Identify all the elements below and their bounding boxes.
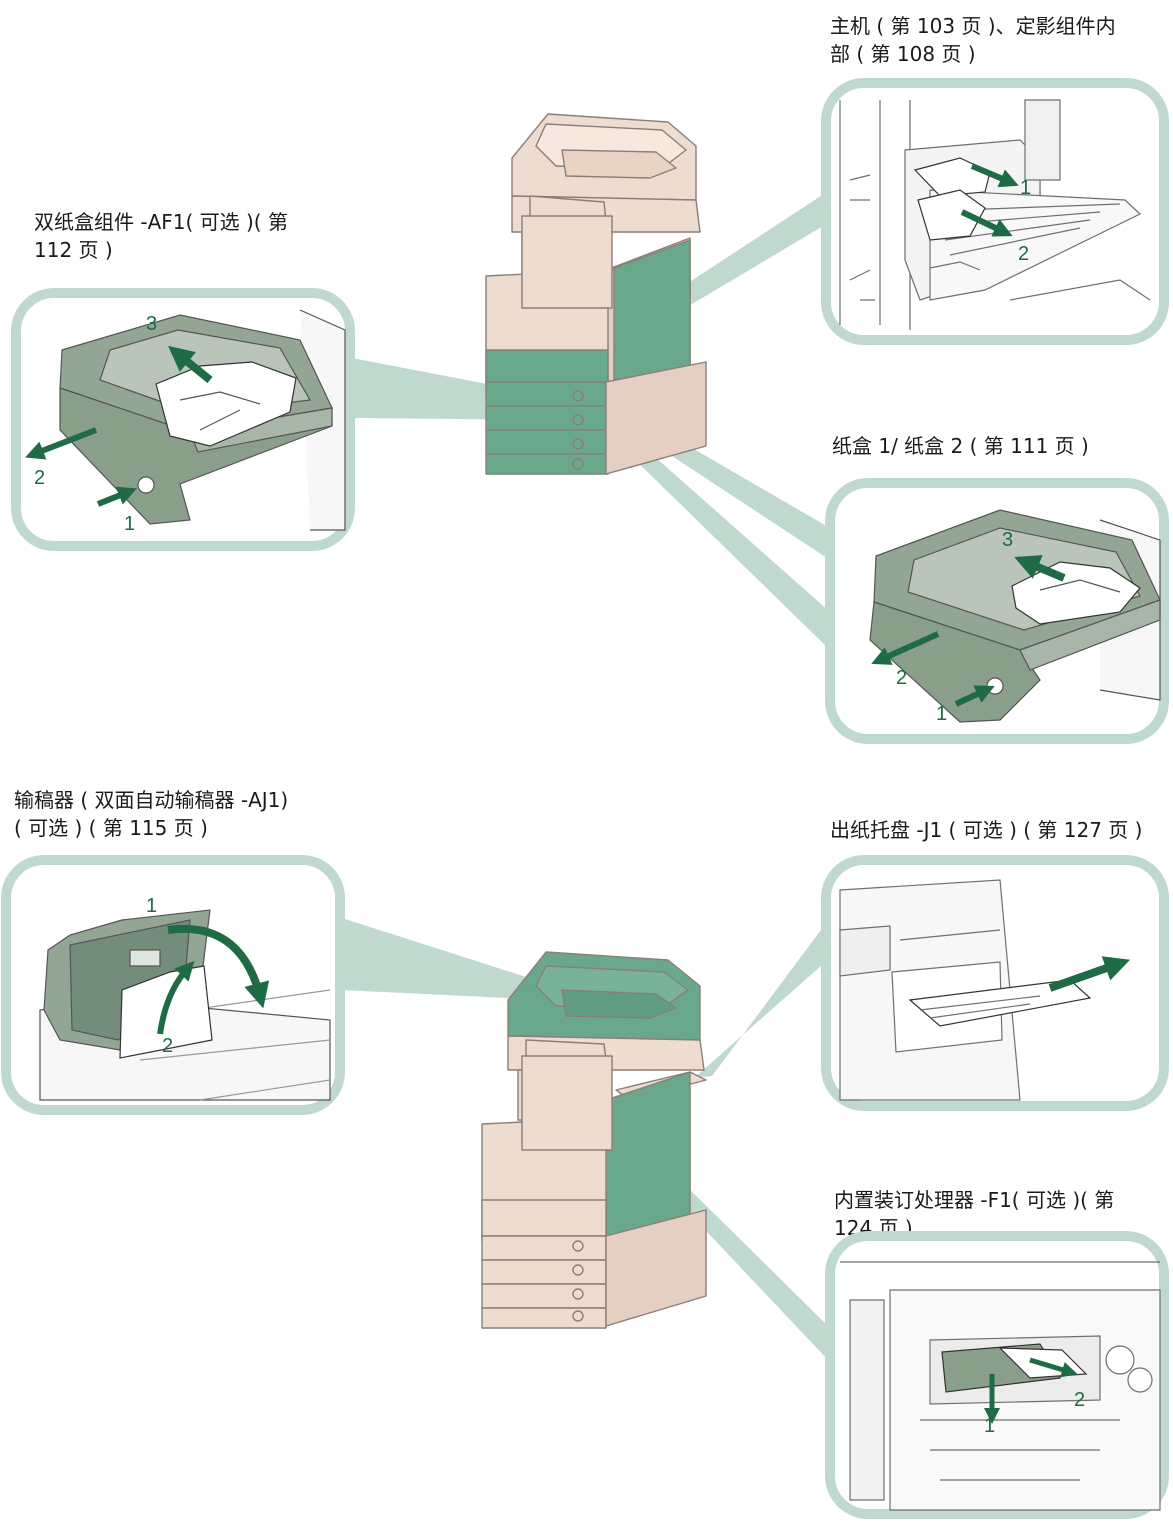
caption-main-unit: 主机 ( 第 103 页 )、定影组件内 部 ( 第 108 页 ) [830, 12, 1116, 68]
cassette-af1-step-3: 3 [146, 313, 157, 335]
main-unit-step-1: 1 [1020, 177, 1031, 199]
connector-output-tray [694, 918, 830, 1078]
feeder-step-1: 1 [146, 895, 157, 917]
drawers-step-3: 3 [1002, 529, 1013, 551]
feeder-arrows [157, 924, 270, 1035]
finisher-step-2: 2 [1074, 1389, 1085, 1411]
caption-main-unit-line2: 部 ( 第 108 页 ) [830, 42, 976, 66]
finisher-step-1: 1 [984, 1415, 995, 1437]
feeder-step-2: 2 [162, 1035, 173, 1057]
caption-cassette-af1-line2: 112 页 ) [34, 238, 113, 262]
caption-drawers-line1: 纸盒 1/ 纸盒 2 ( 第 111 页 ) [832, 434, 1089, 458]
copier-top [485, 113, 707, 475]
inset-drawers [869, 509, 1161, 723]
cassette-af1-step-2: 2 [34, 467, 45, 489]
caption-output-tray-line1: 出纸托盘 -J1 ( 可选 ) ( 第 127 页 ) [830, 818, 1143, 842]
connector-drawer-lower [586, 410, 830, 650]
inset-feeder [39, 909, 331, 1101]
drawers-step-2: 2 [896, 667, 907, 689]
drawers-step-1: 1 [936, 703, 947, 725]
caption-output-tray: 出纸托盘 -J1 ( 可选 ) ( 第 127 页 ) [830, 816, 1142, 844]
copier-bottom [481, 951, 707, 1329]
output-tray-arrows [1048, 956, 1131, 992]
caption-feeder: 输稿器 ( 双面自动输稿器 -AJ1) ( 可选 ) ( 第 115 页 ) [14, 786, 288, 842]
connector-main-unit [662, 190, 830, 310]
connector-feeder [342, 918, 548, 1000]
main-unit-step-2: 2 [1018, 243, 1029, 265]
cassette-af1-step-1: 1 [124, 513, 135, 535]
caption-finisher-line1: 内置装订处理器 -F1( 可选 )( 第 [834, 1188, 1115, 1212]
cassette-af1-arrows [25, 345, 213, 507]
finisher-arrows [983, 1357, 1078, 1425]
caption-feeder-line2: ( 可选 ) ( 第 115 页 ) [14, 816, 208, 840]
inset-output-tray [839, 879, 1092, 1101]
main-unit-arrows [960, 163, 1019, 237]
inset-finisher [840, 1261, 1161, 1511]
caption-drawers: 纸盒 1/ 纸盒 2 ( 第 111 页 ) [832, 432, 1089, 460]
caption-cassette-af1: 双纸盒组件 -AF1( 可选 )( 第 112 页 ) [34, 208, 288, 264]
caption-cassette-af1-line1: 双纸盒组件 -AF1( 可选 )( 第 [34, 210, 288, 234]
caption-feeder-line1: 输稿器 ( 双面自动输稿器 -AJ1) [14, 788, 289, 812]
drawers-arrows [871, 555, 1066, 707]
caption-main-unit-line1: 主机 ( 第 103 页 )、定影组件内 [830, 14, 1116, 38]
